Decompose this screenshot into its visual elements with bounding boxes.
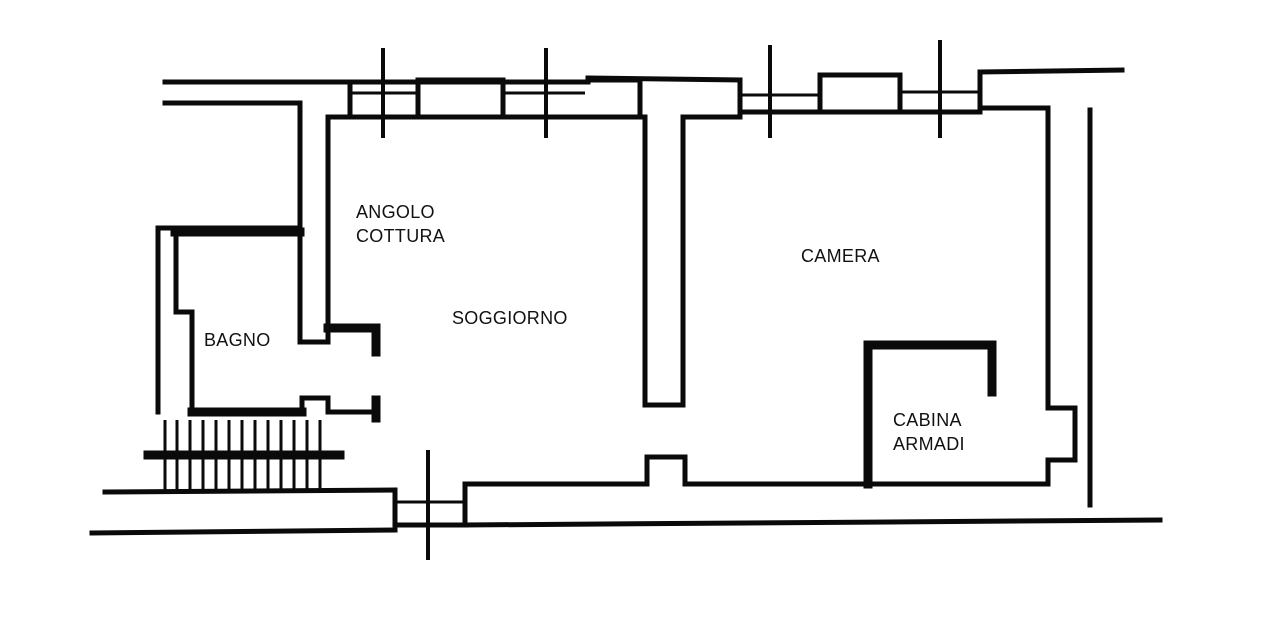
room-label-line: BAGNO xyxy=(204,330,271,350)
room-label-cabina-armadi: CABINA ARMADI xyxy=(893,408,965,456)
room-label-soggiorno: SOGGIORNO xyxy=(452,306,568,330)
bagno-walls xyxy=(155,225,381,423)
room-label-angolo-cottura: ANGOLO COTTURA xyxy=(356,200,445,248)
room-label-line: CABINA xyxy=(893,410,962,430)
structural-axes xyxy=(381,40,942,560)
cabina-armadi-walls xyxy=(863,340,997,489)
exterior-walls xyxy=(89,67,1163,536)
room-label-camera: CAMERA xyxy=(801,244,880,268)
room-label-line: SOGGIORNO xyxy=(452,308,568,328)
room-label-line: ARMADI xyxy=(893,434,965,454)
room-label-line: ANGOLO xyxy=(356,202,435,222)
room-label-bagno: BAGNO xyxy=(204,328,271,352)
room-label-line: COTTURA xyxy=(356,226,446,246)
room-label-line: CAMERA xyxy=(801,246,880,266)
staircase xyxy=(143,420,345,492)
